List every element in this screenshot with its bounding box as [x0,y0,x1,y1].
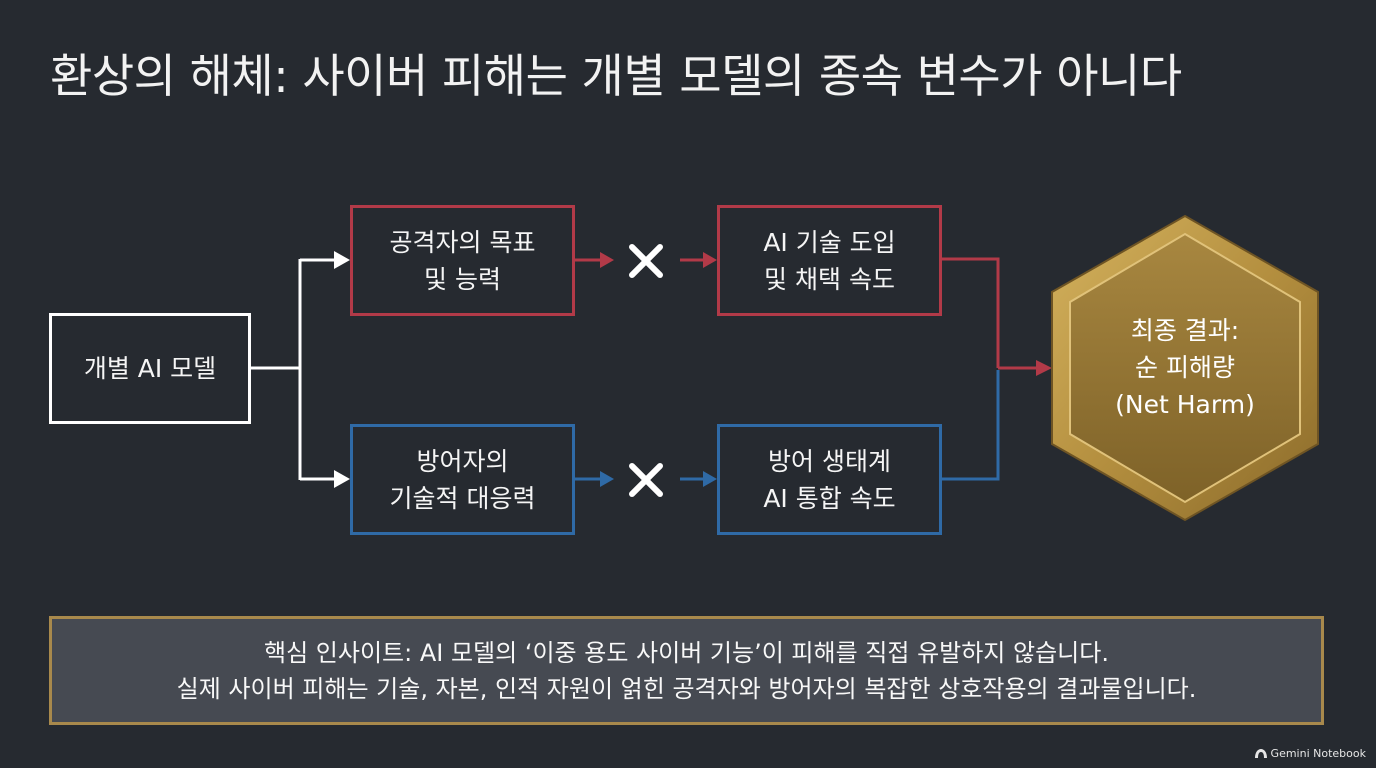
ai-model-label: 개별 AI 모델 [83,354,217,383]
defender-response-line1: 방어자의 [416,446,509,476]
ai-adoption-line1: AI 기술 도입 [763,227,896,257]
attacker-arrows [575,252,717,268]
page-title: 환상의 해체: 사이버 피해는 개별 모델의 종속 변수가 아니다 [50,49,1182,103]
key-insight-box: 핵심 인사이트: AI 모델의 ‘이중 용도 사이버 기능’이 피해를 직접 유… [49,616,1324,725]
ai-model-box: 개별 AI 모델 [49,313,251,424]
merge-connector [942,257,1052,481]
ai-adoption-line2: 및 채택 속도 [764,264,895,294]
net-harm-label: 최종 결과: 순 피해량 (Net Harm) [1070,312,1300,423]
net-harm-line3: (Net Harm) [1115,390,1255,419]
multiply-icon [623,457,669,503]
notebook-logo-icon [1254,749,1267,758]
net-harm-line1: 최종 결과: [1130,316,1240,345]
defense-ecosystem-box: 방어 생태계 AI 통합 속도 [717,424,942,535]
attacker-capability-line1: 공격자의 목표 [389,227,536,257]
net-harm-line2: 순 피해량 [1135,353,1235,382]
attacker-capability-line2: 및 능력 [424,264,501,294]
multiply-icon [623,238,669,284]
net-harm-hexagon [1051,214,1319,522]
defense-ecosystem-line2: AI 통합 속도 [763,483,896,513]
attacker-capability-box: 공격자의 목표 및 능력 [350,205,575,316]
defender-response-box: 방어자의 기술적 대응력 [350,424,575,535]
key-insight-line2: 실제 사이버 피해는 기술, 자본, 인적 자원이 얽힌 공격자와 방어자의 복… [176,674,1197,703]
brand-label: Gemini Notebook [1270,747,1366,760]
brand-watermark: Gemini Notebook [1254,747,1366,760]
defender-response-line2: 기술적 대응력 [389,483,536,513]
ai-adoption-box: AI 기술 도입 및 채택 속도 [717,205,942,316]
key-insight-line1: 핵심 인사이트: AI 모델의 ‘이중 용도 사이버 기능’이 피해를 직접 유… [264,638,1109,667]
branch-connector [251,251,350,488]
defense-ecosystem-line1: 방어 생태계 [768,446,891,476]
defender-arrows [575,471,717,487]
